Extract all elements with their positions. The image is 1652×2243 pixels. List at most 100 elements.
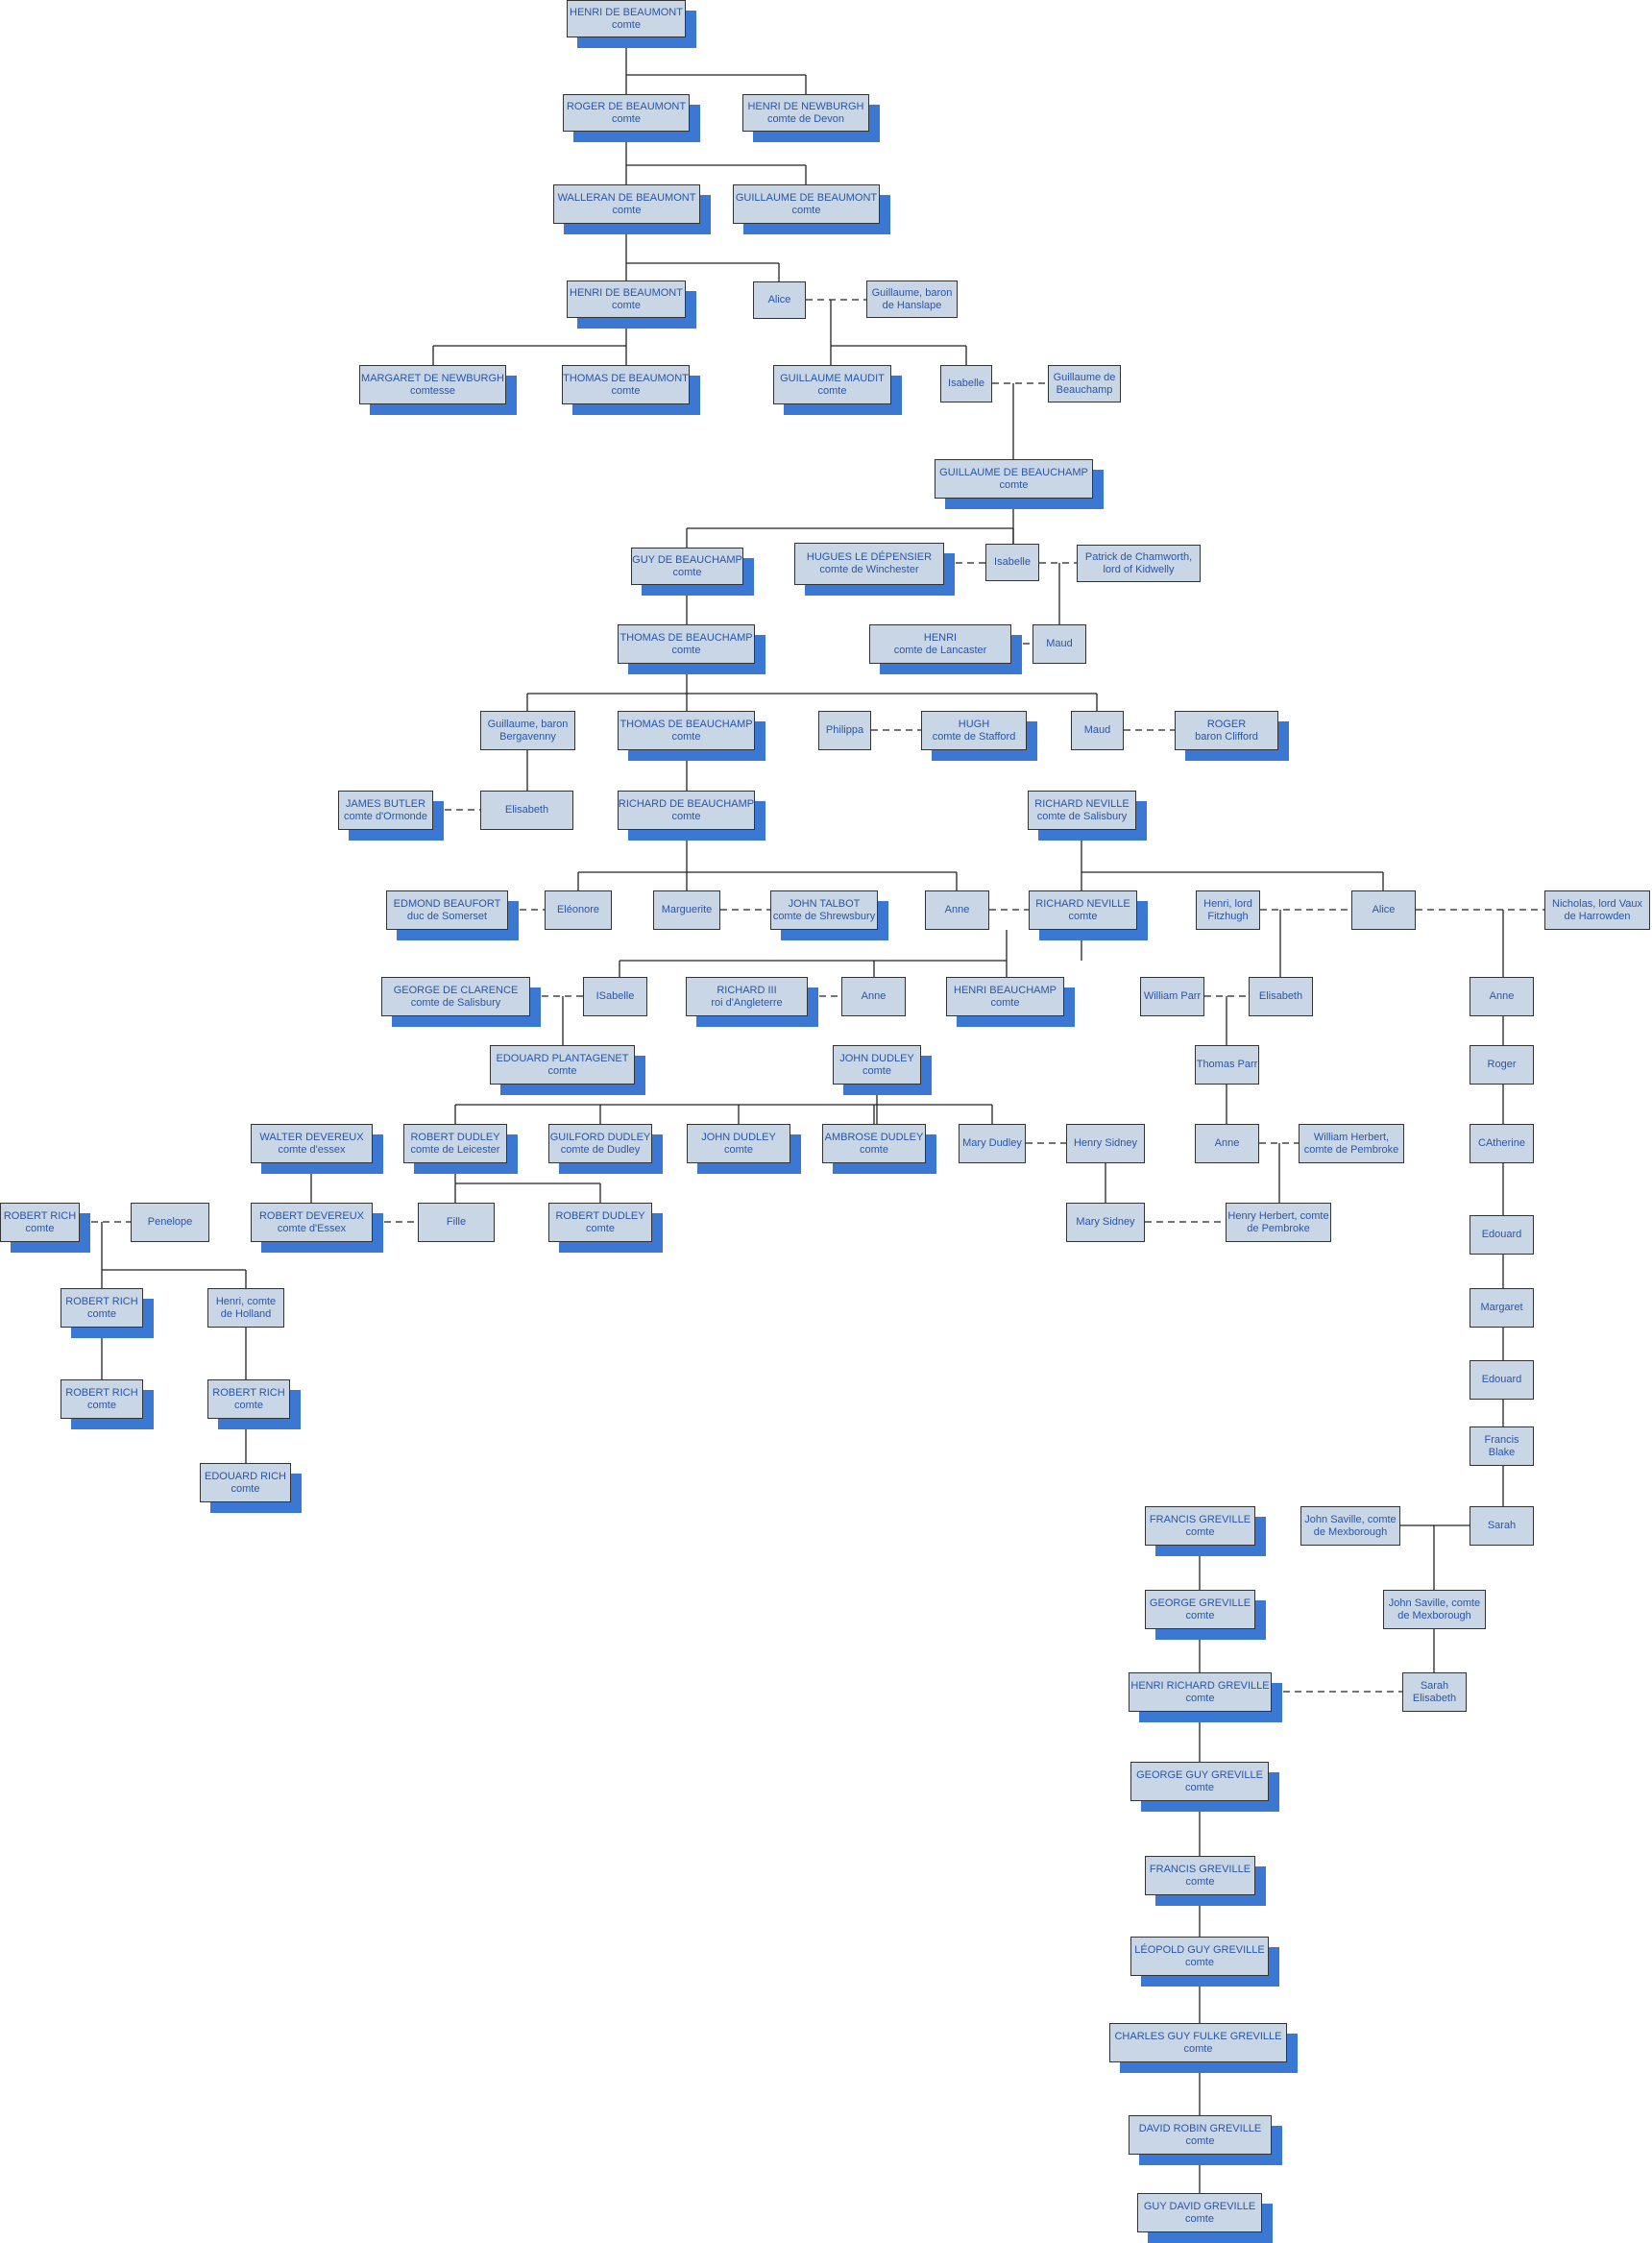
person-name: RICHARD NEVILLE	[1034, 797, 1130, 810]
person-name: Anne	[861, 990, 887, 1002]
person-title: comte	[612, 18, 641, 31]
person-name: GUILFORD DUDLEY	[549, 1131, 651, 1143]
person-name: ROBERT RICH	[65, 1386, 138, 1399]
person-node: Edouard	[1470, 1360, 1545, 1411]
person-box: Edouard	[1470, 1215, 1534, 1255]
person-name: Fille	[446, 1216, 467, 1228]
person-title: duc de Somerset	[406, 910, 488, 922]
person-title: de Mexborough	[1313, 1525, 1388, 1538]
person-box: William Parr	[1140, 977, 1204, 1016]
person-title: comte	[671, 730, 701, 743]
person-box: Alice	[1351, 890, 1416, 930]
person-title: comte d'essex	[278, 1143, 346, 1156]
person-title: comte de Shrewsbury	[772, 910, 876, 922]
person-box: Roger	[1470, 1045, 1534, 1085]
person-name: Alice	[767, 294, 791, 305]
person-title: baron Clifford	[1195, 730, 1258, 743]
person-name: ROBERT DUDLEY	[410, 1131, 500, 1143]
person-name: ROBERT DEVEREUX	[258, 1209, 364, 1222]
person-box: Edouard	[1470, 1360, 1534, 1400]
person-node: Maud	[1071, 711, 1135, 762]
person-name: Sarah	[1420, 1679, 1449, 1692]
person-title: comte	[611, 384, 641, 397]
person-node: Eléonore	[545, 890, 623, 941]
person-node: William Parr	[1140, 977, 1216, 1028]
person-title: comte	[817, 384, 847, 397]
person-name: WALLERAN DE BEAUMONT	[557, 191, 696, 204]
person-node: Patrick de Chamworth,lord of Kidwelly	[1077, 545, 1212, 594]
person-name: Edouard	[1481, 1374, 1522, 1385]
person-node: Mary Sidney	[1066, 1203, 1156, 1254]
person-name: Mary Dudley	[962, 1137, 1022, 1149]
person-title: comte	[1185, 1956, 1214, 1968]
person-box: Mary Sidney	[1066, 1203, 1145, 1242]
person-node: Anne	[925, 890, 1001, 941]
person-name: HENRI DE BEAUMONT	[570, 286, 683, 299]
person-node: Alice	[753, 281, 817, 330]
person-box: ISabelle	[583, 977, 647, 1016]
person-name: JOHN DUDLEY	[839, 1052, 914, 1064]
person-box: Alice	[753, 281, 806, 319]
person-box: Fille	[418, 1203, 495, 1242]
person-node: Isabelle	[940, 365, 1004, 414]
person-name: Margaret	[1480, 1302, 1523, 1313]
person-title: de Mexborough	[1397, 1609, 1471, 1621]
person-name: Mary Sidney	[1076, 1216, 1135, 1228]
person-title: comte de Stafford	[932, 730, 1016, 743]
person-name: CAtherine	[1478, 1137, 1525, 1149]
person-name: FRANCIS GREVILLE	[1149, 1863, 1251, 1875]
person-title: de Pembroke	[1247, 1222, 1310, 1234]
person-node: Anne	[1470, 977, 1545, 1028]
person-title: Elisabeth	[1412, 1692, 1457, 1704]
person-title: comte	[231, 1482, 260, 1495]
person-node: Roger	[1470, 1045, 1545, 1096]
person-name: Isabelle	[994, 556, 1031, 568]
person-box: Maud	[1071, 711, 1124, 750]
person-name: GUILLAUME DE BEAUCHAMP	[939, 466, 1088, 478]
person-name: Henri, comte	[215, 1295, 277, 1307]
person-name: Roger	[1487, 1059, 1517, 1070]
person-title: comte	[612, 204, 642, 216]
person-name: John Saville, comte	[1304, 1513, 1397, 1525]
person-name: John Saville, comte	[1388, 1597, 1481, 1609]
person-title: comte	[1185, 2134, 1215, 2147]
person-node: Alice	[1351, 890, 1427, 941]
person-name: Maud	[1083, 724, 1111, 736]
person-node: Philippa	[818, 711, 883, 762]
person-title: comte	[612, 299, 641, 311]
